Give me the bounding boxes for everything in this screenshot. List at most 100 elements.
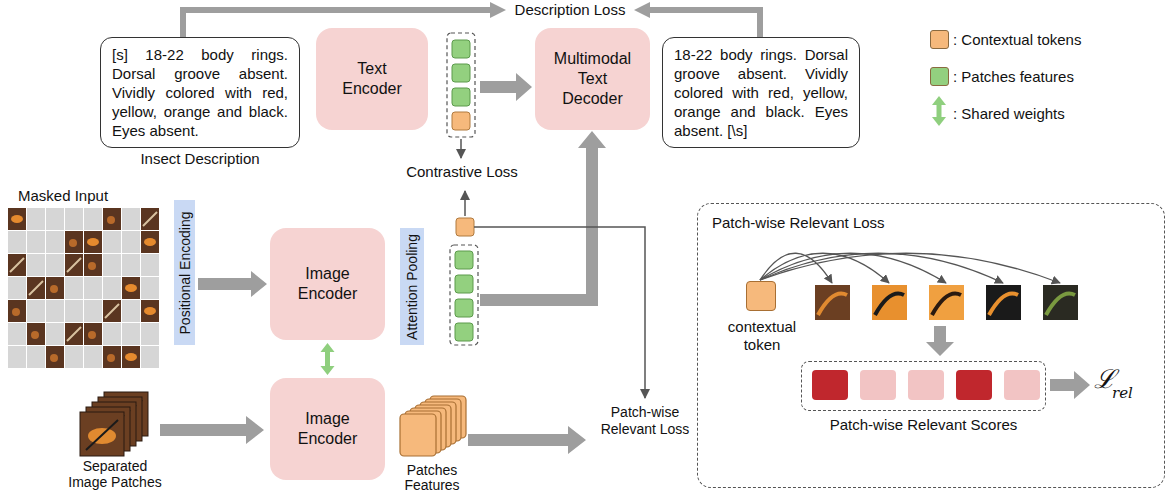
loss-arrowhead bbox=[634, 2, 650, 18]
insect-part bbox=[50, 285, 58, 293]
figure-label: Separated Image Patches bbox=[65, 458, 165, 490]
flow-arrow bbox=[160, 416, 264, 444]
figure-label: Masked Input bbox=[18, 187, 148, 205]
description-box: 18-22 body rings. Dorsal groove absent. … bbox=[662, 37, 860, 148]
legend-text: : Contextual tokens bbox=[953, 31, 1081, 48]
insect-part bbox=[12, 308, 20, 316]
encoder-label: Image Encoder bbox=[270, 409, 385, 449]
image-patch bbox=[1043, 285, 1078, 320]
score-cell bbox=[908, 370, 944, 400]
masked-patch bbox=[46, 300, 64, 322]
masked-patch bbox=[103, 323, 121, 345]
masked-patch bbox=[103, 277, 121, 299]
masked-patch bbox=[122, 208, 140, 230]
flow-arrow bbox=[468, 426, 586, 454]
masked-patch bbox=[103, 254, 121, 276]
flow-arrow bbox=[198, 271, 267, 297]
patch-token bbox=[455, 251, 473, 269]
leader-arrow bbox=[460, 139, 462, 158]
masked-patch bbox=[122, 323, 140, 345]
shared-weights-arrow bbox=[321, 343, 335, 375]
bar-label: Positional Encoding bbox=[177, 211, 193, 334]
caption-text: Insect Description bbox=[81, 150, 319, 168]
encoding-bar: Positional Encoding bbox=[174, 200, 195, 345]
context-token bbox=[452, 112, 470, 130]
scores-caption: Patch-wise Relevant Scores bbox=[782, 416, 1065, 433]
visible-patch bbox=[84, 323, 102, 345]
legend-swatch bbox=[930, 67, 949, 86]
visible-patch bbox=[46, 346, 64, 368]
attention-curve bbox=[760, 253, 946, 283]
insect-part bbox=[143, 212, 157, 226]
flow-arrow bbox=[1050, 371, 1090, 399]
bar-label: Attention Pooling bbox=[404, 234, 420, 340]
patch-token bbox=[455, 275, 473, 293]
masked-patch bbox=[65, 346, 83, 368]
description-text: 18-22 body rings. Dorsal groove absent. … bbox=[663, 38, 859, 147]
loss-line bbox=[648, 10, 760, 37]
legend-sample bbox=[932, 117, 946, 126]
scores-box: Patch-wise Relevant Scores bbox=[801, 361, 1046, 411]
image-patch bbox=[929, 285, 964, 320]
token-group bbox=[450, 245, 478, 345]
flow-arrow bbox=[480, 73, 532, 101]
flow-arrow bbox=[926, 326, 954, 356]
pooling-bar: Attention Pooling bbox=[400, 228, 424, 345]
contextual-token: contextual token bbox=[746, 281, 776, 311]
feature-token bbox=[400, 414, 436, 456]
patch-token bbox=[455, 299, 473, 317]
encoder-box: Image Encoder bbox=[270, 228, 385, 340]
decoder-label: Multimodal Text Decoder bbox=[535, 49, 650, 109]
masked-patch bbox=[27, 346, 45, 368]
insect-part bbox=[67, 327, 81, 341]
insect-part bbox=[10, 258, 24, 272]
legend-swatch bbox=[930, 30, 949, 49]
masked-patch bbox=[8, 346, 26, 368]
masked-patch bbox=[46, 323, 64, 345]
patch-token bbox=[452, 64, 470, 82]
encoder-label: Text Encoder bbox=[316, 59, 428, 99]
masked-patch bbox=[65, 277, 83, 299]
masked-patch bbox=[103, 231, 121, 253]
insect-part bbox=[107, 216, 115, 224]
loss-label: Contrastive Loss bbox=[392, 163, 532, 181]
masked-patch bbox=[46, 254, 64, 276]
masked-patch bbox=[141, 346, 159, 368]
visible-patch bbox=[8, 300, 26, 322]
image-patch bbox=[872, 285, 907, 320]
description-box: [s] 18-22 body rings. Dorsal groove abse… bbox=[100, 37, 300, 148]
score-cell bbox=[1004, 370, 1040, 400]
loss-subscript: rel bbox=[1112, 384, 1133, 402]
insect-part bbox=[88, 262, 96, 270]
masked-patch bbox=[65, 300, 83, 322]
visible-patch bbox=[27, 277, 45, 299]
decoder-box: Multimodal Text Decoder bbox=[535, 28, 650, 130]
insect-part bbox=[125, 353, 137, 361]
masked-patch bbox=[84, 346, 102, 368]
masked-patch bbox=[84, 208, 102, 230]
insect-part bbox=[29, 281, 43, 295]
score-cell bbox=[860, 370, 896, 400]
legend-sample bbox=[932, 96, 946, 105]
attention-curve bbox=[760, 253, 1060, 283]
visible-patch bbox=[8, 254, 26, 276]
token-group bbox=[447, 33, 475, 137]
patch-token bbox=[452, 88, 470, 106]
insect-part bbox=[125, 284, 137, 292]
masked-patch bbox=[46, 208, 64, 230]
visible-patch bbox=[141, 208, 159, 230]
visible-patch bbox=[141, 231, 159, 253]
leader-arrow bbox=[464, 191, 466, 216]
attention-curve bbox=[760, 253, 889, 283]
legend-text: : Patches features bbox=[953, 68, 1074, 85]
visible-patch bbox=[103, 208, 121, 230]
insect-part bbox=[1046, 294, 1075, 315]
score-cell bbox=[956, 370, 992, 400]
encoder-box: Text Encoder bbox=[316, 28, 428, 130]
insect-part bbox=[67, 258, 81, 272]
insect-part bbox=[50, 354, 58, 362]
masked-patch bbox=[27, 208, 45, 230]
image-patch bbox=[80, 412, 124, 456]
encoder-box: Image Encoder bbox=[270, 378, 385, 480]
insect-part bbox=[11, 215, 23, 223]
